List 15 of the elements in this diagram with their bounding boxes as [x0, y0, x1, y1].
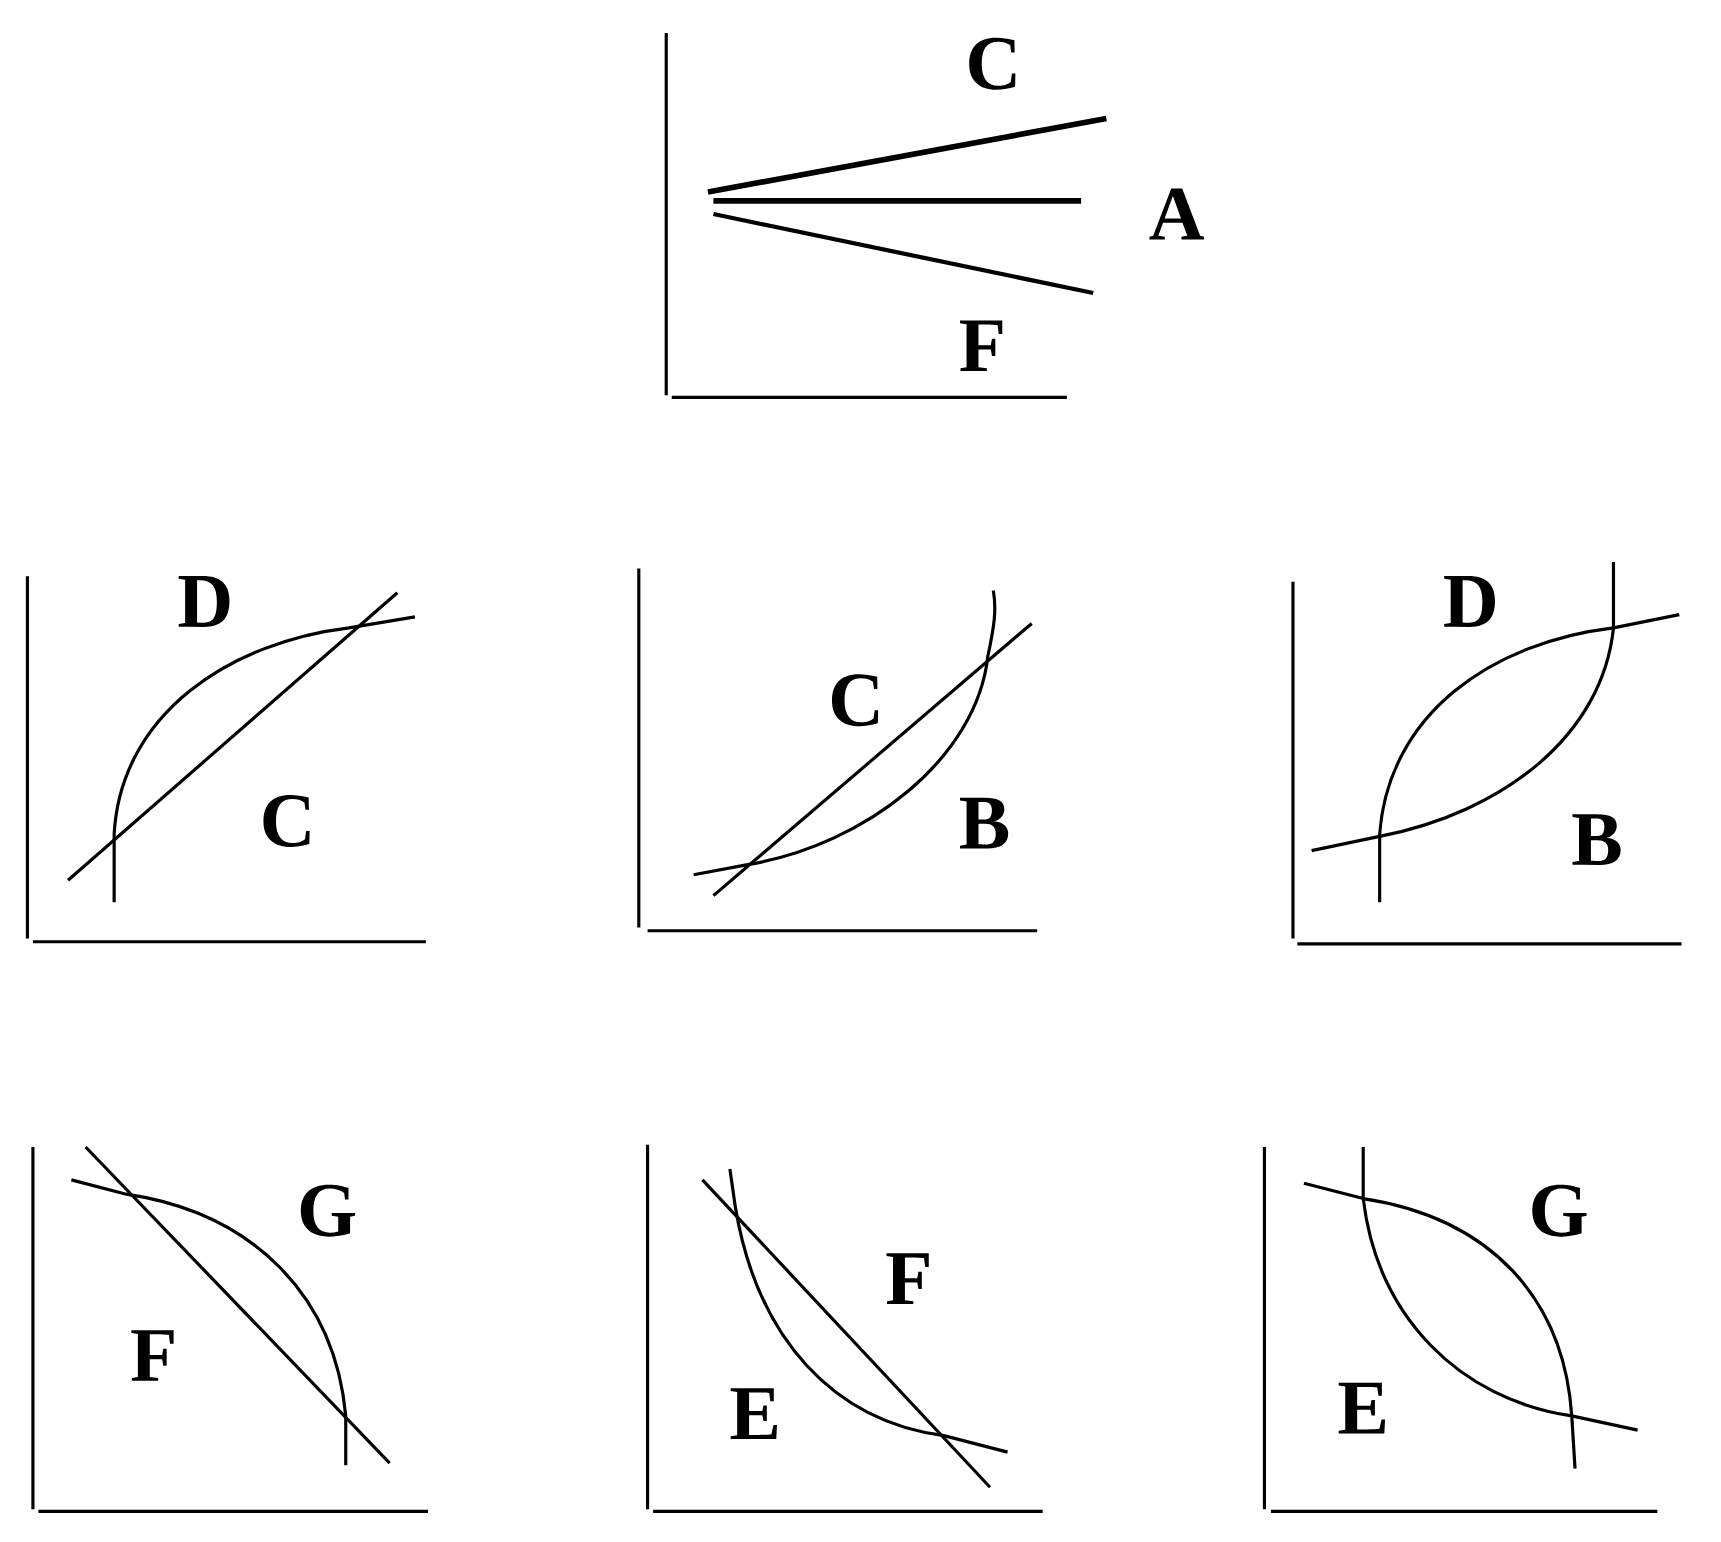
- curve-label: E: [1338, 1382, 1386, 1434]
- curve-label: E: [730, 1388, 777, 1439]
- curve-label: D: [1444, 576, 1495, 627]
- curve-label: B: [1572, 814, 1621, 866]
- curve-label: C: [969, 37, 1016, 90]
- curve-label: G: [1532, 1184, 1587, 1237]
- curve-label: C: [263, 794, 310, 847]
- curve-label: F: [960, 320, 1003, 371]
- curve-label: F: [131, 1330, 174, 1381]
- curve-label: A: [1149, 188, 1204, 240]
- curve-label: G: [300, 1184, 356, 1237]
- curve-label: F: [886, 1253, 929, 1304]
- curve-label: B: [960, 797, 1009, 849]
- curve-label: D: [178, 576, 230, 627]
- curve-label: C: [832, 674, 879, 727]
